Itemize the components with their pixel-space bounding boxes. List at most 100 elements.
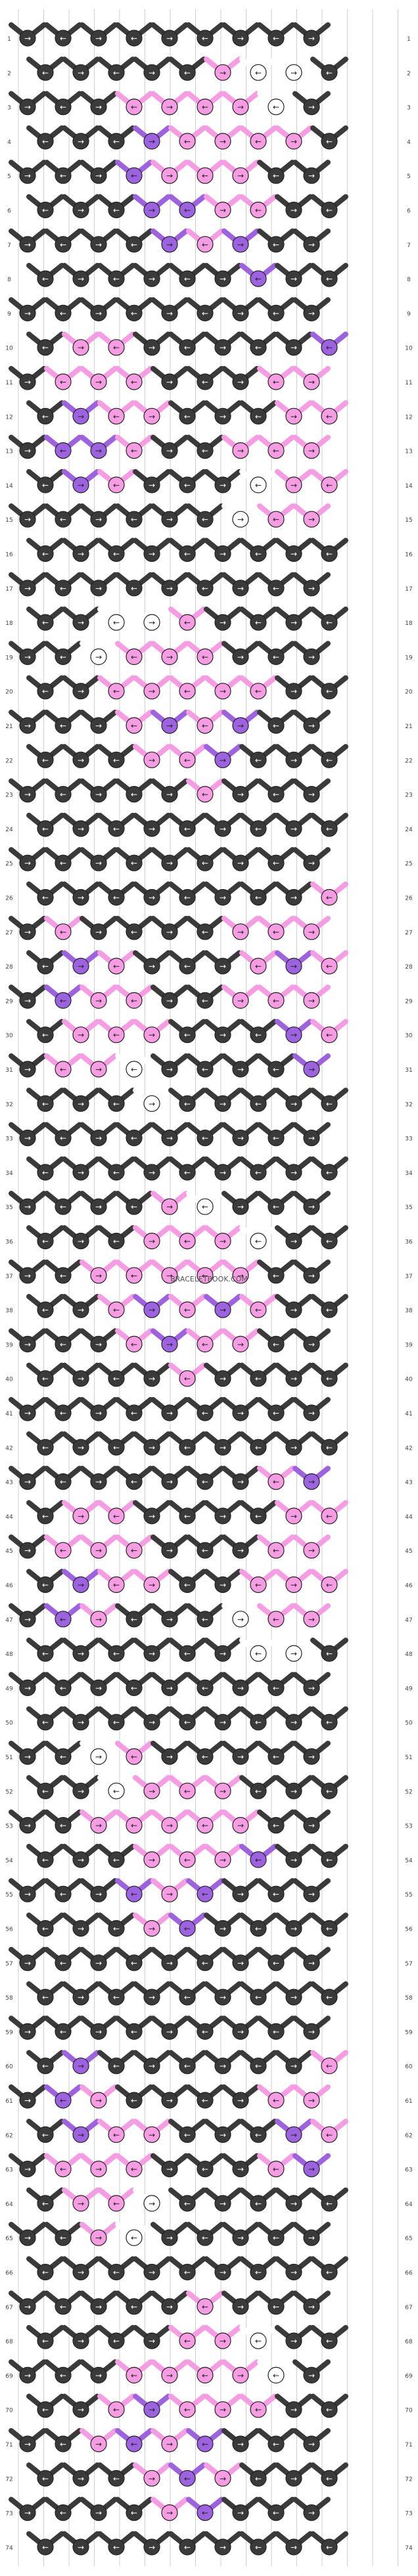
knot-arrow: →: [166, 2234, 173, 2243]
knot-arrow: →: [166, 996, 173, 1005]
knot-arrow: ←: [113, 2337, 120, 2346]
knot: [285, 1920, 302, 1937]
knot: [37, 1782, 54, 1799]
row-label-right: 2: [407, 70, 411, 77]
knot: [143, 545, 160, 563]
knot-arrow: →: [95, 1890, 102, 1899]
knot: [143, 820, 160, 837]
knot-arrow: →: [24, 2027, 31, 2036]
knot-arrow: ←: [42, 756, 49, 765]
knot-arrow: →: [220, 756, 226, 765]
knot-arrow: →: [290, 1030, 297, 1040]
knot-row: →←→←→←→←→: [9, 365, 331, 390]
knot: [72, 201, 89, 219]
knot: [250, 2195, 267, 2212]
knot-arrow: →: [149, 2337, 155, 2346]
knot: [197, 1335, 214, 1353]
knot-arrow: ←: [113, 2542, 120, 2552]
knot-row: →←→←→←→←→: [9, 1122, 331, 1147]
knot-row: →←→←→←→←→: [9, 1740, 331, 1765]
knot-arrow: ←: [326, 2268, 333, 2277]
knot-arrow: ←: [113, 756, 120, 765]
row-label-left: 21: [5, 724, 12, 730]
knot: [126, 2366, 143, 2383]
knot-arrow: ←: [202, 1753, 208, 1762]
knot-arrow: ←: [131, 2234, 137, 2243]
knot: [90, 2023, 107, 2040]
row-label-left: 46: [5, 1583, 13, 1590]
knot-arrow: →: [290, 1580, 297, 1590]
knot: [197, 923, 214, 940]
knot-arrow: →: [308, 2371, 315, 2380]
knot: [285, 1507, 302, 1525]
knot: [72, 1370, 89, 1387]
knot: [37, 1989, 54, 2006]
knot: [303, 2504, 320, 2521]
knot: [143, 1507, 160, 1525]
row-label-left: 14: [5, 483, 13, 490]
knot: [197, 992, 214, 1009]
knot: [90, 511, 107, 528]
knot: [55, 442, 72, 459]
knot-arrow: ←: [60, 2371, 66, 2380]
knot: [55, 236, 72, 253]
knot-arrow: ←: [42, 2542, 49, 2552]
knot-arrow: →: [149, 1237, 155, 1246]
knot-arrow: ←: [60, 34, 66, 43]
knot-arrow: →: [149, 1649, 155, 1659]
knot-arrow: ←: [42, 1374, 49, 1383]
row-label-left: 5: [7, 173, 11, 180]
knot-arrow: →: [78, 756, 84, 765]
knot: [303, 2435, 320, 2452]
knot: [321, 2126, 338, 2143]
knot-arrow: →: [24, 1546, 31, 1555]
knot: [37, 614, 54, 631]
knot-arrow: ←: [326, 480, 333, 490]
knot-arrow: →: [78, 1855, 84, 1864]
knot-arrow: ←: [273, 2440, 279, 2449]
knot-arrow: →: [78, 1718, 84, 1727]
knot-arrow: ←: [202, 309, 208, 318]
knot-arrow: →: [237, 1340, 244, 1349]
knot-arrow: →: [95, 1409, 102, 1418]
knot: [214, 1714, 231, 1731]
knot-arrow: →: [95, 996, 102, 1005]
knot-row: ←→←→←→←→←: [26, 881, 348, 906]
knot-arrow: →: [24, 1203, 31, 1212]
knot: [303, 717, 320, 734]
knot: [285, 2332, 302, 2349]
knot-arrow: ←: [131, 1271, 137, 1280]
knot: [214, 476, 231, 494]
knot-arrow: ←: [273, 2234, 279, 2243]
knot: [37, 2195, 54, 2212]
knot-arrow: ←: [326, 1855, 333, 1864]
knot: [90, 1954, 107, 1971]
knot-row: ←→←→←→←→←: [26, 1500, 348, 1525]
knot-arrow: →: [24, 515, 31, 524]
knot-arrow: ←: [131, 1409, 137, 1418]
row-label-left: 8: [7, 277, 11, 283]
knot-arrow: ←: [202, 515, 208, 524]
knot-arrow: →: [220, 1099, 226, 1109]
knot-arrow: →: [78, 1993, 84, 2002]
row-label-left: 33: [5, 1136, 12, 1143]
row-label-left: 56: [5, 1927, 13, 1933]
knot: [321, 1645, 338, 1662]
knot: [55, 1404, 72, 1421]
knot-arrow: →: [95, 103, 102, 112]
knot-arrow: →: [220, 618, 226, 628]
row-label-right: 59: [405, 2029, 413, 2036]
knot-arrow: →: [237, 1065, 244, 1074]
knot-arrow: ←: [113, 1511, 120, 1521]
row-label-left: 72: [5, 2476, 12, 2483]
knot-arrow: →: [78, 618, 84, 628]
knot-arrow: ←: [255, 2061, 262, 2071]
knot: [197, 648, 214, 666]
knot-arrow: ←: [273, 309, 279, 318]
knot-arrow: ←: [184, 1374, 191, 1383]
knot-arrow: →: [149, 343, 155, 352]
knot: [232, 1817, 249, 1834]
row-label-right: 74: [405, 2545, 413, 2552]
knot: [232, 992, 249, 1009]
